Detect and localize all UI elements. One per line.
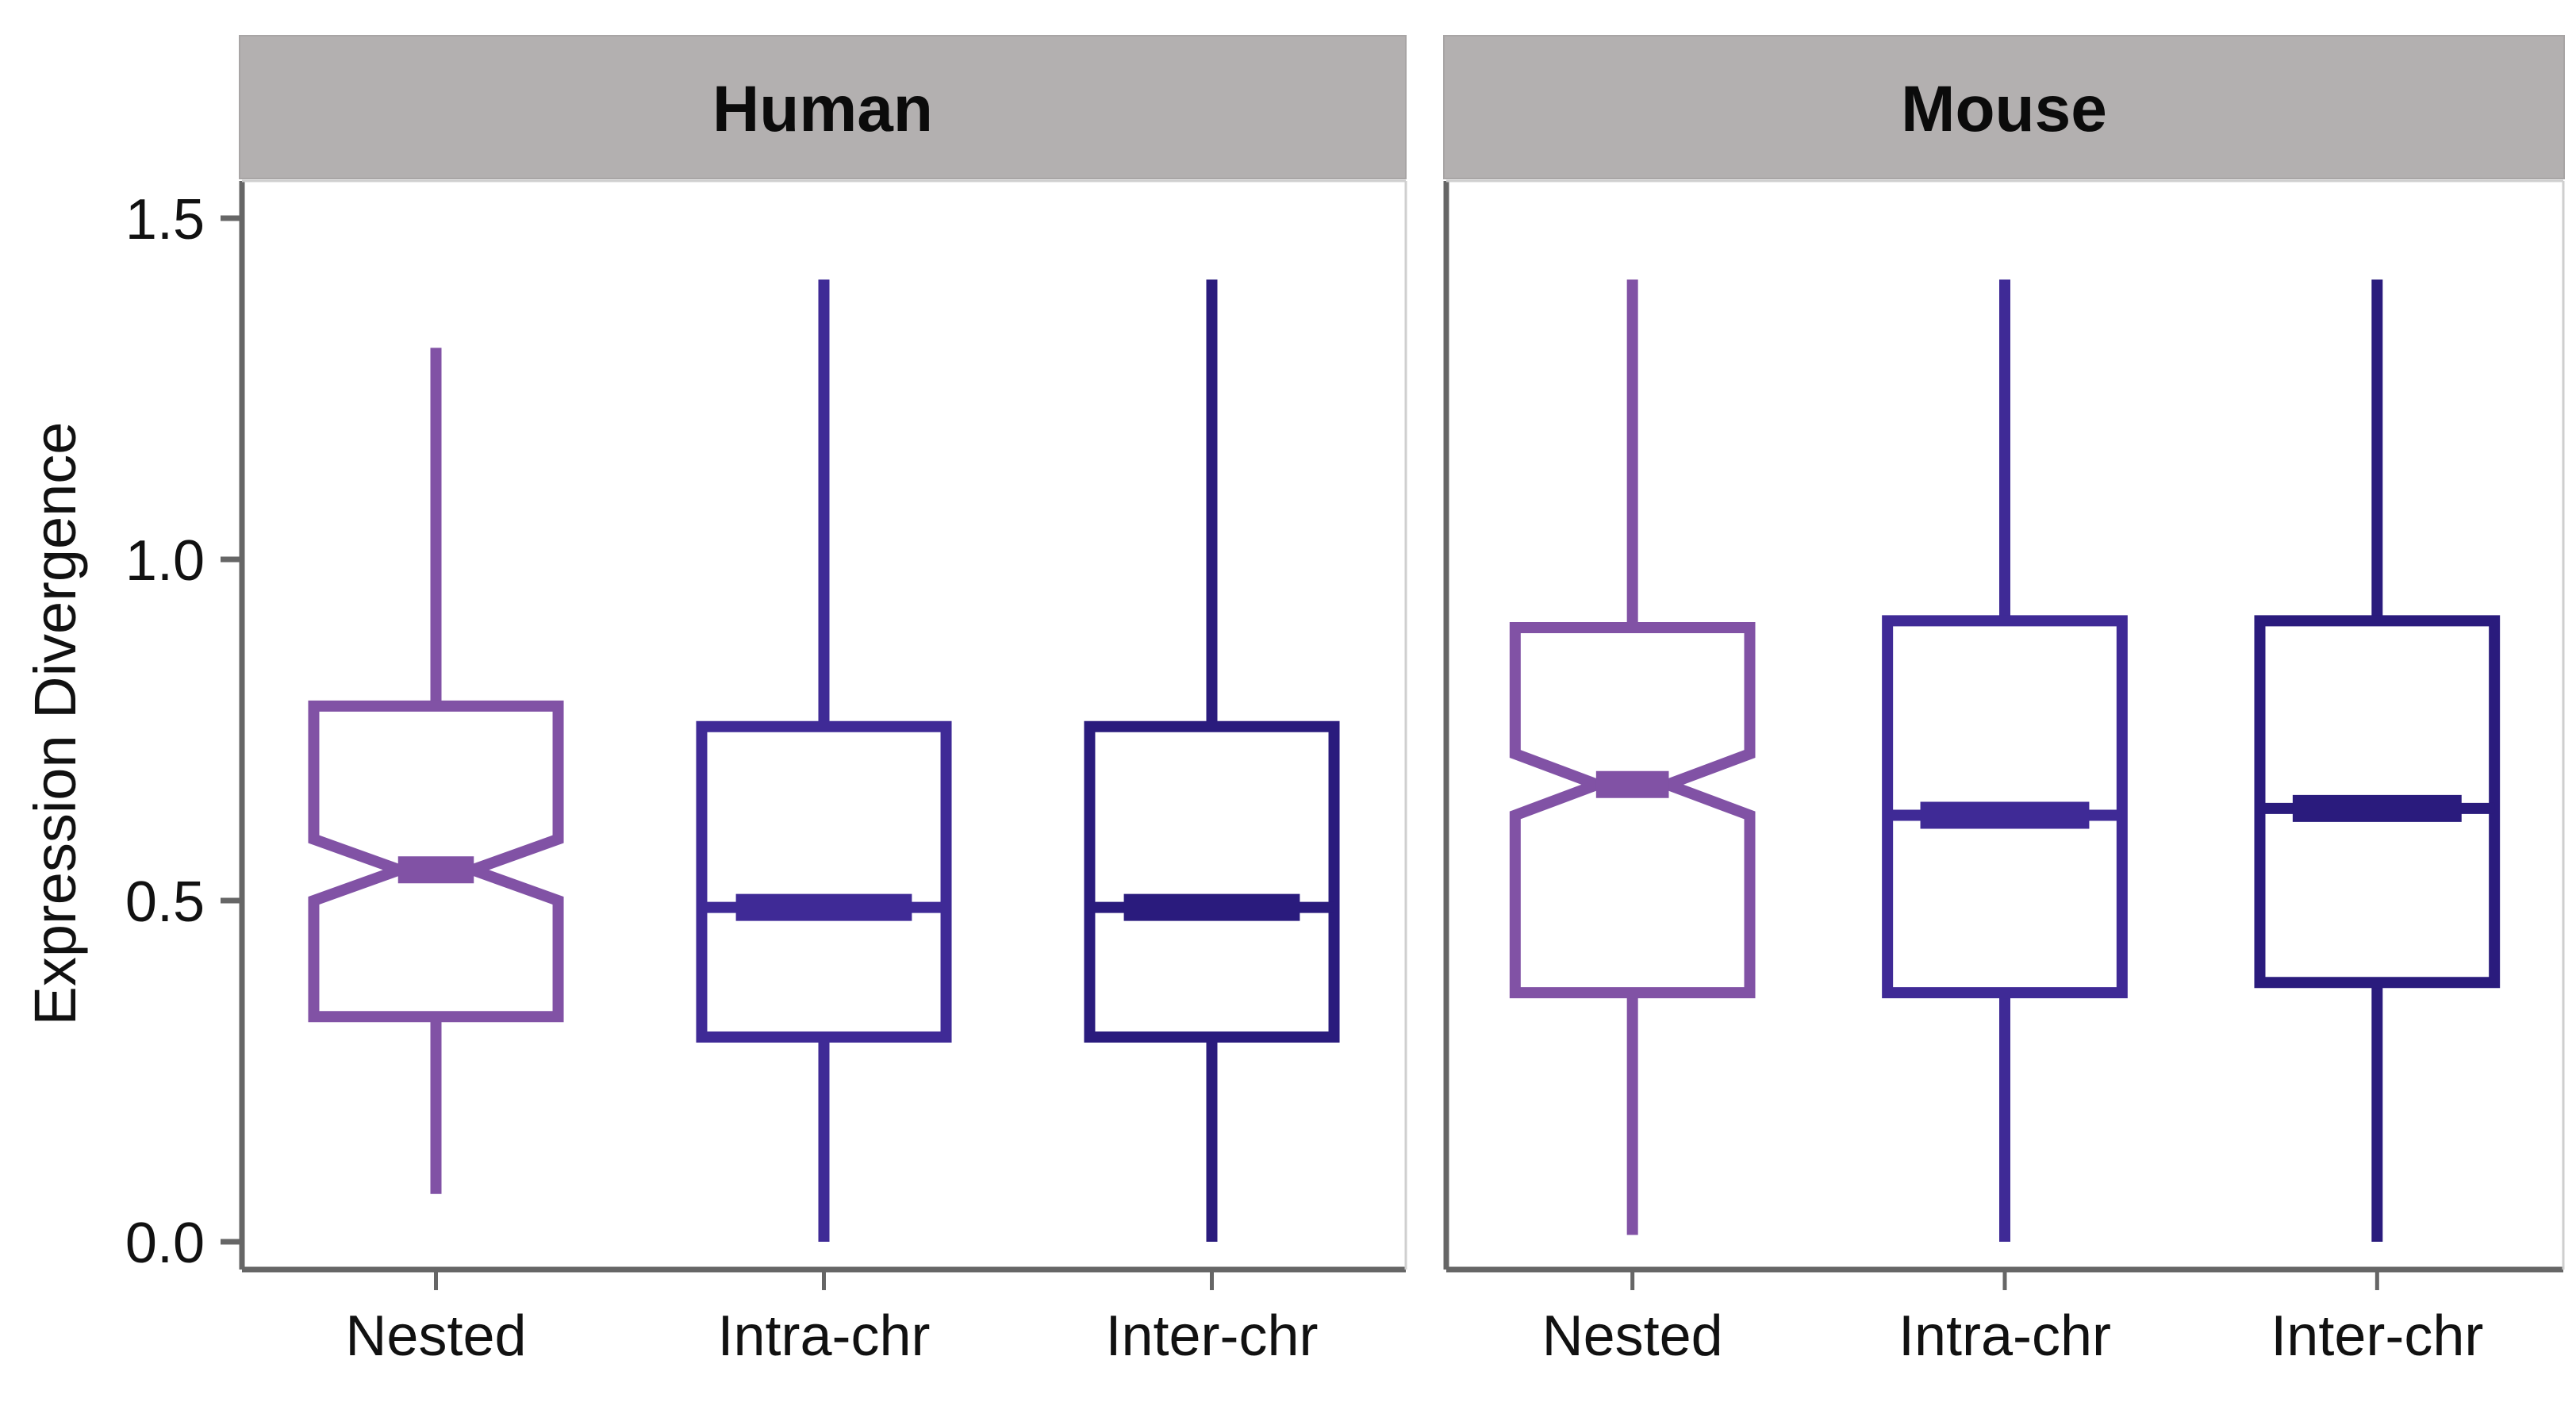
boxplot-human-nested[interactable] xyxy=(308,348,564,1194)
strip-background-mouse xyxy=(1443,35,2565,179)
x-tick-label-nested: Nested xyxy=(1542,1304,1723,1368)
strip-label-mouse: Mouse xyxy=(1901,73,2107,145)
strip-label-human: Human xyxy=(712,73,933,145)
x-tick-label-intra-chr: Intra-chr xyxy=(717,1304,930,1368)
x-tick-label-inter-chr: Inter-chr xyxy=(2271,1304,2483,1368)
boxplot-human-intra-chr[interactable] xyxy=(696,279,952,1242)
y-axis-label: Expression Divergence xyxy=(22,422,88,1026)
y-tick-label: 0.0 xyxy=(125,1212,205,1275)
box-outline xyxy=(1509,622,1756,999)
x-tick-label-intra-chr: Intra-chr xyxy=(1898,1304,2111,1368)
x-tick-label-inter-chr: Inter-chr xyxy=(1105,1304,1318,1368)
x-tick-label-nested: Nested xyxy=(345,1304,526,1368)
box-outline xyxy=(1084,720,1340,1043)
boxplot-human-inter-chr[interactable] xyxy=(1084,279,1340,1242)
box-outline xyxy=(696,720,952,1043)
boxplot-mouse-intra-chr[interactable] xyxy=(1882,279,2128,1242)
y-tick-label: 1.0 xyxy=(125,529,205,593)
boxplot-mouse-inter-chr[interactable] xyxy=(2254,279,2501,1242)
y-tick-label: 1.5 xyxy=(125,188,205,252)
y-axis-ticks: 0.0 0.5 1.0 1.5 xyxy=(125,188,242,1275)
strip-background-human xyxy=(239,35,1407,179)
boxplot-mouse-nested[interactable] xyxy=(1509,279,1756,1235)
y-tick-label: 0.5 xyxy=(125,870,205,934)
